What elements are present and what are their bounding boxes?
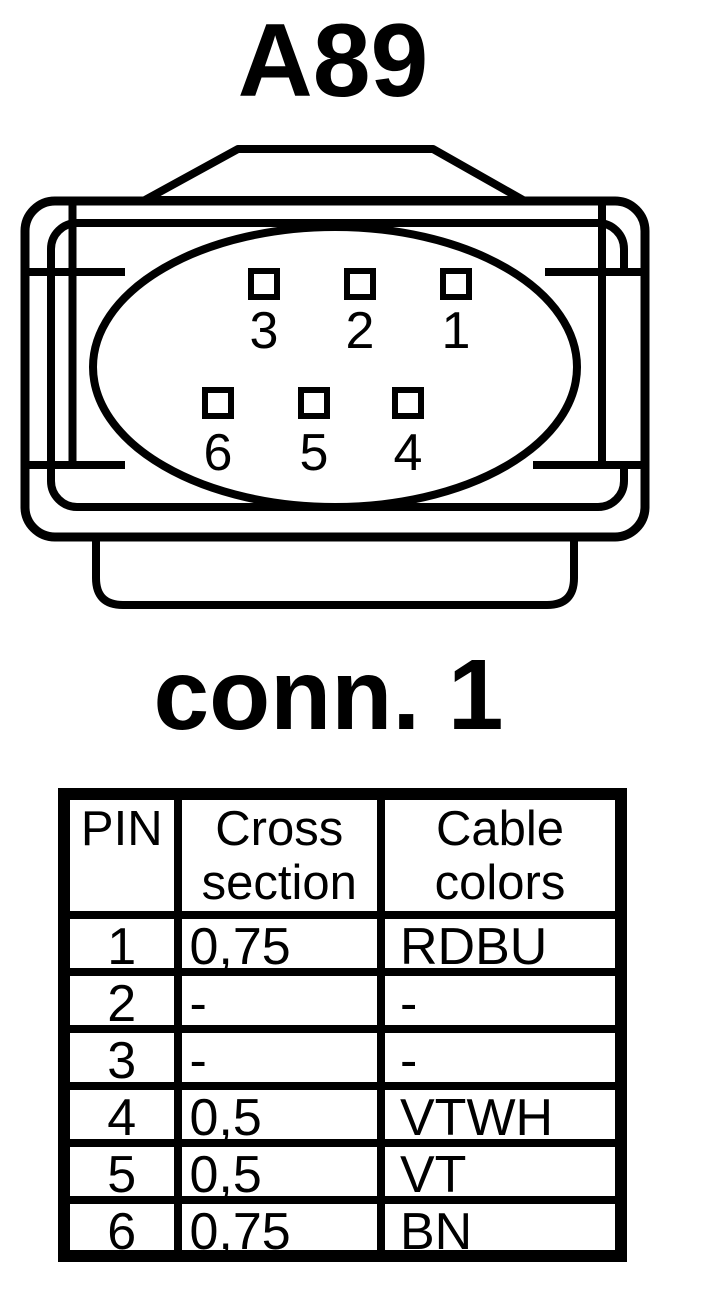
pin-cavity-5 [298, 387, 330, 419]
cell-cross-section: - [181, 976, 385, 1033]
pin-label-2: 2 [346, 302, 375, 360]
cell-pin: 1 [70, 919, 182, 976]
pin-label-4: 4 [394, 424, 423, 482]
cell-cross-section: 0,75 [182, 1204, 385, 1250]
connector-designation: A89 [237, 3, 429, 119]
cell-cable-color: RDBU [385, 919, 615, 976]
inner-shell-top [77, 219, 628, 272]
cell-cross-section: - [181, 1033, 385, 1090]
cell-cross-section: 0,5 [181, 1090, 385, 1147]
pin-cavity-4 [392, 387, 424, 419]
cell-pin: 5 [70, 1147, 182, 1204]
inner-shell-bottom [47, 219, 628, 511]
pin-label-1: 1 [442, 302, 471, 360]
cell-pin: 3 [70, 1033, 182, 1090]
cell-cable-color: BN [400, 1204, 473, 1250]
cell-cross-section: 0,75 [181, 919, 385, 976]
cell-cable-color: - [385, 1033, 615, 1090]
cell-cross-section: 0,5 [181, 1147, 385, 1204]
pin-cavity-3 [248, 268, 280, 300]
connector-seal-oval [89, 223, 581, 511]
cell-pin: 4 [70, 1090, 182, 1147]
connector-keying-tab [141, 145, 527, 204]
cell-cable-color: VTWH [385, 1090, 615, 1147]
pin-label-6: 6 [204, 424, 233, 482]
pin-cavity-6 [202, 387, 234, 419]
connector-number-label: conn. 1 [153, 639, 504, 751]
connector-face-diagram: 3 2 1 6 5 4 [20, 145, 650, 609]
pin-cavity-1 [440, 268, 472, 300]
column-header-pin: PIN [70, 800, 182, 919]
cell-cable-color: VT [385, 1147, 615, 1204]
pin-cavity-2 [344, 268, 376, 300]
cell-cable-color: - [385, 976, 615, 1033]
pin-label-5: 5 [300, 424, 329, 482]
column-header-cable-colors: Cable colors [385, 800, 615, 919]
cell-pin: 6 [70, 1204, 182, 1250]
column-header-cross-section: Cross section [181, 800, 385, 919]
pinout-table: PIN Cross section Cable colors 1 0,75 RD… [58, 788, 627, 1262]
cell-pin: 2 [70, 976, 182, 1033]
connector-lower-tab [92, 533, 578, 609]
pin-label-3: 3 [250, 302, 279, 360]
